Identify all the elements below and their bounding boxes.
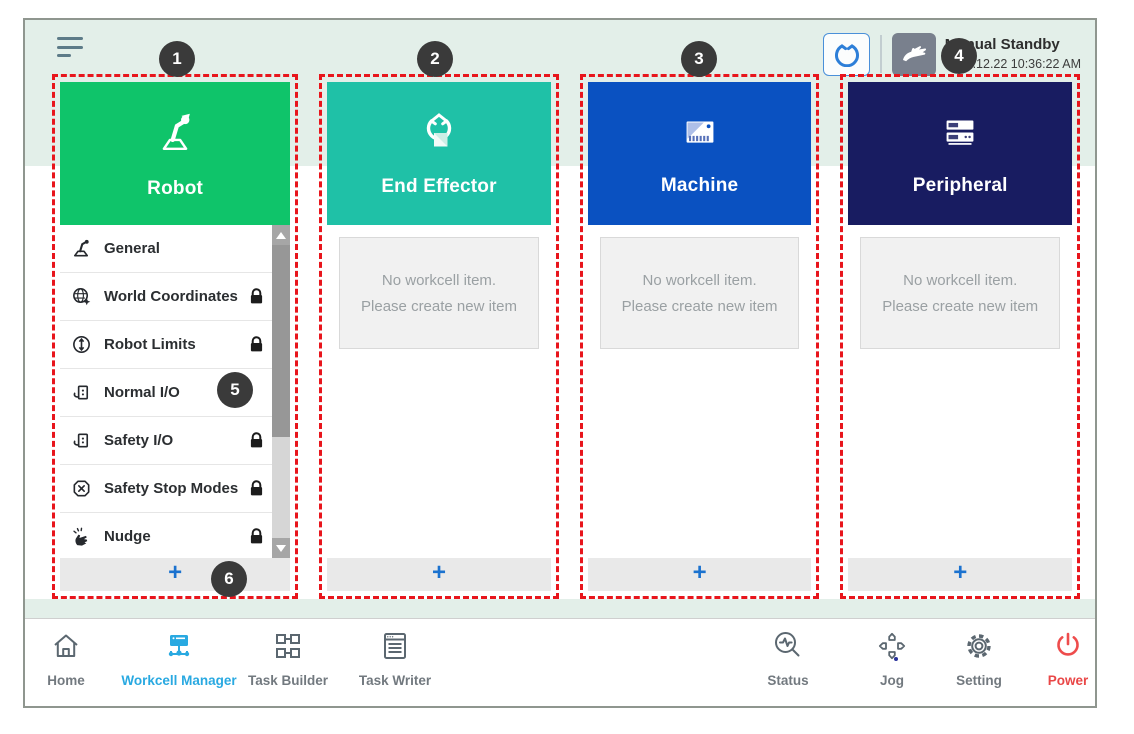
plus-icon: + xyxy=(692,559,707,586)
robot-icon xyxy=(149,107,201,164)
list-item-nudge[interactable]: Nudge xyxy=(60,513,291,558)
status-icon xyxy=(771,629,805,668)
nav-jog[interactable]: Jog xyxy=(827,629,957,688)
nav-power[interactable]: Power xyxy=(1003,629,1095,688)
peripheral-icon xyxy=(937,110,983,161)
workcell-columns: Robot General xyxy=(52,74,1081,599)
list-item-safety-io[interactable]: Safety I/O xyxy=(60,417,291,465)
callout-badge-2: 2 xyxy=(417,41,453,77)
plus-icon: + xyxy=(168,559,183,586)
lock-icon xyxy=(249,528,264,545)
add-end-effector-item-button[interactable]: + xyxy=(327,558,551,591)
empty-workcell-message: No workcell item. Please create new item xyxy=(860,237,1061,349)
end-effector-icon xyxy=(415,109,463,162)
hamburger-menu-icon[interactable] xyxy=(57,37,87,63)
nav-task-writer[interactable]: Task Writer xyxy=(330,629,460,688)
callout-badge-6: 6 xyxy=(211,561,247,597)
callout-badge-3: 3 xyxy=(681,41,717,77)
add-robot-item-button[interactable]: + xyxy=(60,558,291,591)
lock-icon xyxy=(249,432,264,449)
triangle-down-icon xyxy=(276,544,287,552)
add-peripheral-item-button[interactable]: + xyxy=(848,558,1073,591)
scroll-up-button[interactable] xyxy=(272,225,291,245)
list-item-general[interactable]: General xyxy=(60,225,291,273)
column-title: End Effector xyxy=(381,176,497,197)
callout-badge-4: 4 xyxy=(941,38,977,74)
robot-settings-list: General World Coordinates xyxy=(60,225,291,558)
status-datetime: 2022.12.22 10:36:22 AM xyxy=(944,56,1081,71)
triangle-up-icon xyxy=(276,231,287,239)
scrollbar xyxy=(272,225,291,558)
gear-icon xyxy=(962,629,996,668)
column-machine: Machine No workcell item. Please create … xyxy=(579,74,820,599)
task-writer-icon xyxy=(378,629,412,668)
column-title: Robot xyxy=(147,178,204,199)
nav-setting[interactable]: Setting xyxy=(914,629,1044,688)
general-icon xyxy=(70,238,93,259)
empty-workcell-message: No workcell item. Please create new item xyxy=(339,237,539,349)
machine-icon xyxy=(677,110,723,161)
nav-task-builder[interactable]: Task Builder xyxy=(223,629,353,688)
column-end-effector: End Effector No workcell item. Please cr… xyxy=(319,74,559,599)
bottom-navigation-bar: Home Workcell Manager xyxy=(25,618,1095,706)
peripheral-category-header[interactable]: Peripheral xyxy=(848,82,1073,225)
scrollbar-thumb[interactable] xyxy=(272,245,291,437)
lock-icon xyxy=(249,336,264,353)
lock-icon xyxy=(249,288,264,305)
list-item-safety-stop-modes[interactable]: Safety Stop Modes xyxy=(60,465,291,513)
column-title: Machine xyxy=(660,175,739,196)
end-effector-category-header[interactable]: End Effector xyxy=(327,82,551,225)
task-builder-icon xyxy=(271,629,305,668)
app-window: Manual Standby 2022.12.22 10:36:22 AM Ro… xyxy=(23,18,1097,708)
power-icon xyxy=(1051,629,1085,668)
jog-icon xyxy=(875,629,909,668)
workcell-manager-icon xyxy=(162,629,196,668)
topbar-divider xyxy=(880,35,882,73)
manual-mode-button[interactable] xyxy=(891,32,936,76)
safety-stop-icon xyxy=(70,478,93,499)
column-robot: Robot General xyxy=(52,74,299,599)
list-item-world-coordinates[interactable]: World Coordinates xyxy=(60,273,291,321)
lock-icon xyxy=(249,480,264,497)
plus-icon: + xyxy=(431,559,446,586)
callout-badge-1: 1 xyxy=(159,41,195,77)
column-peripheral: Peripheral No workcell item. Please crea… xyxy=(840,74,1081,599)
column-title: Peripheral xyxy=(912,175,1008,196)
machine-category-header[interactable]: Machine xyxy=(587,82,812,225)
robot-category-header[interactable]: Robot xyxy=(60,82,291,225)
gripper-logo-icon xyxy=(832,37,862,72)
robot-limits-icon xyxy=(70,334,93,355)
io-port-icon xyxy=(70,430,93,451)
list-item-robot-limits[interactable]: Robot Limits xyxy=(60,321,291,369)
nav-separator-dot xyxy=(894,657,898,661)
topbar-right-group: Manual Standby 2022.12.22 10:36:22 AM xyxy=(823,29,1081,79)
nudge-icon xyxy=(70,526,93,547)
scroll-down-button[interactable] xyxy=(272,538,291,558)
empty-workcell-message: No workcell item. Please create new item xyxy=(599,237,800,349)
robot-servo-button[interactable] xyxy=(823,32,871,76)
hand-icon xyxy=(899,37,929,72)
list-item-normal-io[interactable]: Normal I/O xyxy=(60,369,291,417)
nav-workcell-manager[interactable]: Workcell Manager xyxy=(114,629,244,688)
io-port-icon xyxy=(70,382,93,403)
nav-status[interactable]: Status xyxy=(723,629,853,688)
world-coordinates-icon xyxy=(70,286,93,307)
add-machine-item-button[interactable]: + xyxy=(587,558,812,591)
home-icon xyxy=(49,629,83,668)
callout-badge-5: 5 xyxy=(217,372,253,408)
plus-icon: + xyxy=(953,559,968,586)
nav-home[interactable]: Home xyxy=(25,629,131,688)
